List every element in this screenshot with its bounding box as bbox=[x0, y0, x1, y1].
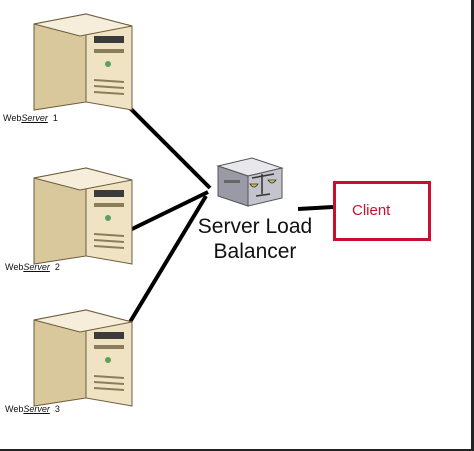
line-server2-balancer bbox=[129, 190, 209, 232]
web-server-1 bbox=[24, 6, 140, 114]
server-label-3: WebServer 3 bbox=[5, 404, 60, 414]
server-tower-icon bbox=[33, 13, 133, 111]
load-balancer-label: Server Load Balancer bbox=[197, 215, 313, 263]
server-label-2: WebServer 2 bbox=[5, 262, 60, 272]
web-server-3 bbox=[24, 302, 140, 410]
line-server3-balancer bbox=[128, 194, 208, 324]
web-server-2 bbox=[24, 160, 140, 268]
client-box: Client bbox=[333, 181, 431, 241]
server-tower-icon bbox=[33, 167, 133, 265]
line-balancer-client bbox=[297, 205, 334, 211]
load-balancer-scales-icon bbox=[216, 157, 284, 207]
server-label-1: WebServer 1 bbox=[3, 113, 58, 123]
load-balancer bbox=[212, 154, 286, 210]
server-tower-icon bbox=[33, 309, 133, 407]
line-server1-balancer bbox=[126, 104, 212, 190]
client-label: Client bbox=[352, 202, 391, 219]
